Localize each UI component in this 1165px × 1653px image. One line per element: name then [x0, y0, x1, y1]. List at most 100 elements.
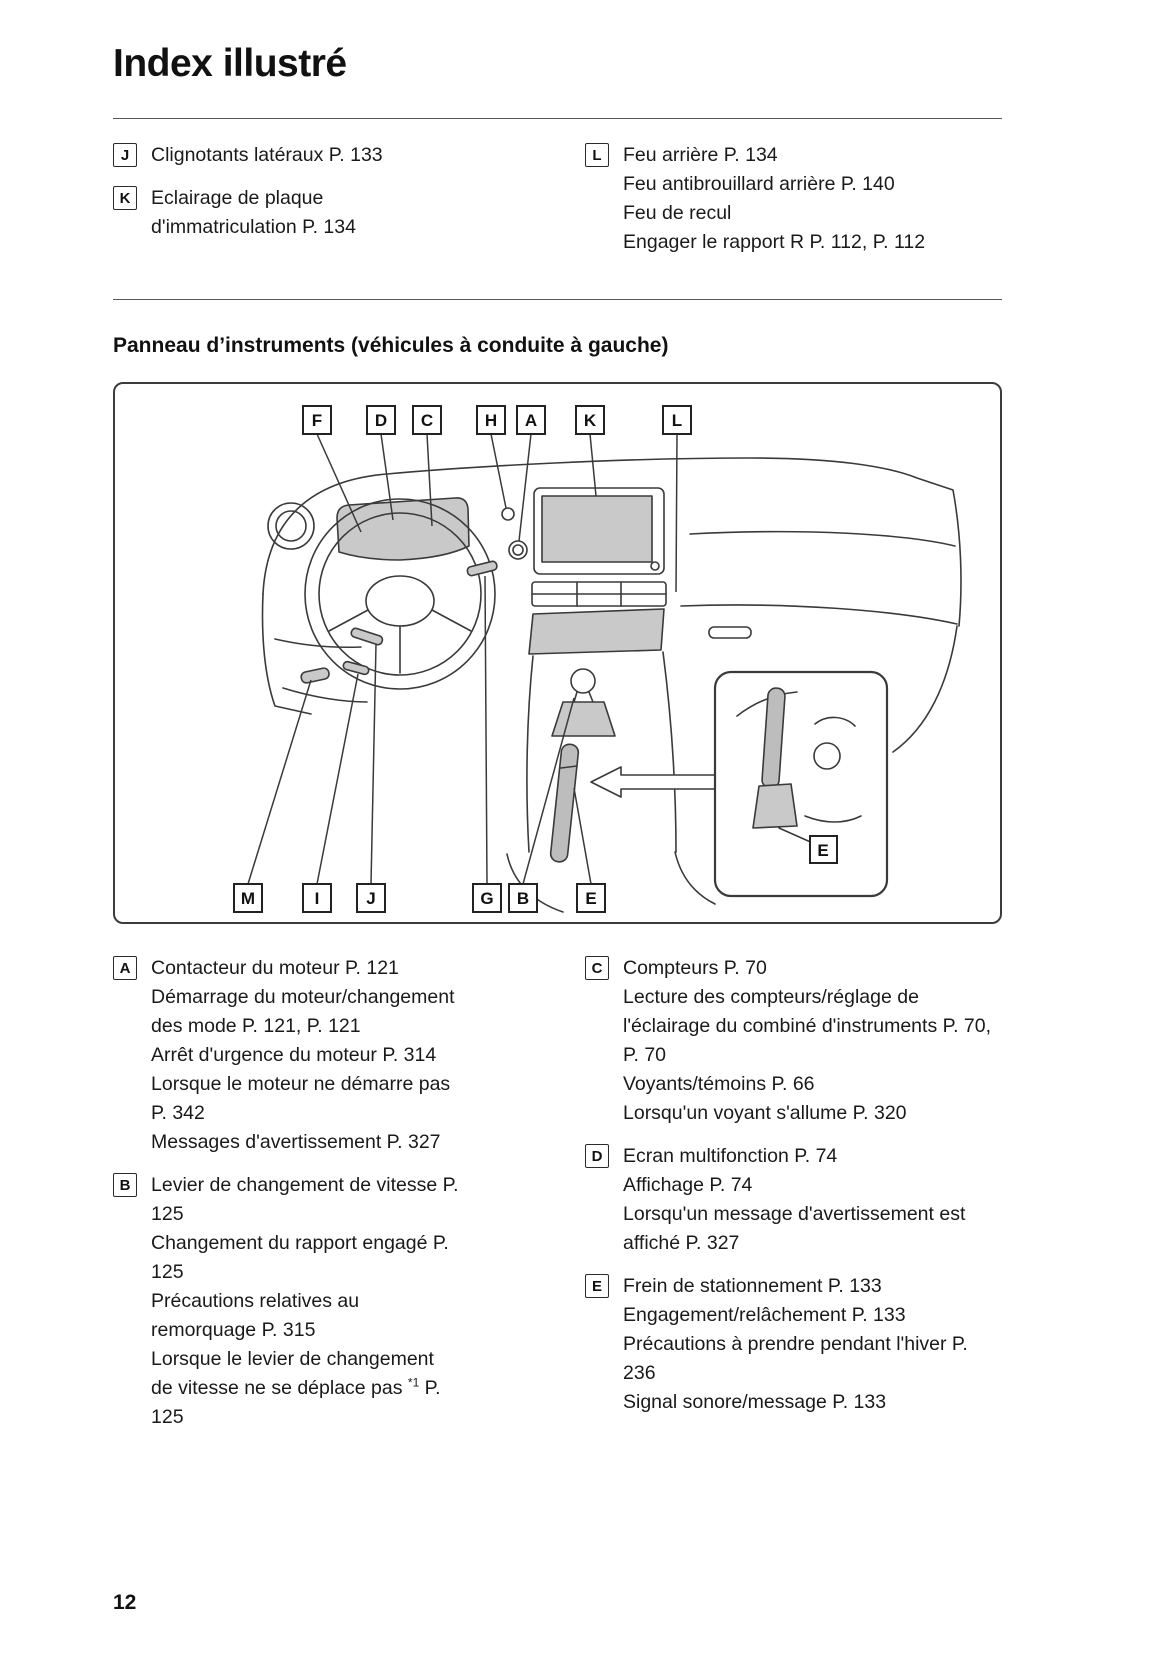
item-entry: Affichage P. 74	[623, 1174, 753, 1196]
entry-text: Lorsque le levier de changement de vites…	[151, 1348, 434, 1399]
item-entry: Voyants/témoins P. 66	[623, 1073, 815, 1095]
label-letter: G	[480, 889, 493, 908]
entry-text: P. 125	[151, 1377, 441, 1428]
key-letter: D	[591, 1147, 603, 1165]
key-letter: J	[120, 146, 130, 164]
label-D: D	[366, 405, 396, 435]
dash-button	[501, 507, 515, 521]
item-entry: Précautions à prendre pendant l'hiver P.…	[623, 1333, 968, 1384]
key-letter: A	[119, 959, 131, 977]
label-I: I	[302, 883, 332, 913]
turn-signal-stalk	[350, 627, 384, 646]
label-letter: J	[366, 889, 375, 908]
dashboard-art	[261, 457, 962, 913]
item-entry: Changement du rapport engagé P. 125	[151, 1232, 449, 1283]
label-K: K	[575, 405, 605, 435]
item-body: Levier de changement de vitesse P. 125 C…	[151, 1171, 461, 1432]
inset-arrow	[590, 766, 718, 798]
bottom-index-section: A Contacteur du moteur P. 121 Démarrage …	[113, 954, 1002, 1446]
instrument-panel-diagram: F D C H A K L M I J G B E E	[113, 382, 1002, 924]
item-entry: Lorsqu'un voyant s'allume P. 320	[623, 1102, 907, 1124]
label-E: E	[576, 883, 606, 913]
label-J: J	[356, 883, 386, 913]
index-item-d: D Ecran multifonction P. 74 Affichage P.…	[585, 1142, 1002, 1258]
item-title: Eclairage de plaque d'immatriculation P.…	[151, 187, 356, 238]
index-item-k: K Eclairage de plaque d'immatriculation …	[113, 184, 585, 242]
gear-shift-knob	[570, 668, 596, 694]
item-entry: Feu antibrouillard arrière P. 140	[623, 173, 895, 195]
key-box-a: A	[113, 956, 137, 980]
index-item-c: C Compteurs P. 70 Lecture des compteurs/…	[585, 954, 1002, 1128]
label-letter: E	[817, 841, 828, 860]
label-inset-E: E	[809, 835, 838, 864]
key-letter: B	[119, 1176, 131, 1194]
item-entry: Signal sonore/message P. 133	[623, 1391, 887, 1413]
label-F: F	[302, 405, 332, 435]
engine-start-switch	[508, 540, 528, 560]
item-entry: Lecture des compteurs/réglage de l'éclai…	[623, 986, 992, 1066]
divider-top	[113, 118, 1002, 119]
label-letter: A	[525, 411, 537, 430]
diagram-labels: F D C H A K L M I J G B E E	[233, 405, 838, 913]
key-letter: E	[591, 1277, 602, 1295]
page-number: 12	[113, 1591, 137, 1614]
item-body: Feu arrière P. 134 Feu antibrouillard ar…	[623, 141, 925, 257]
label-G: G	[472, 883, 502, 913]
label-letter: F	[312, 411, 322, 430]
center-console-panel	[528, 608, 665, 655]
item-entry: Lorsque le moteur ne démarre pas P. 342	[151, 1073, 451, 1124]
item-body: Contacteur du moteur P. 121 Démarrage du…	[151, 954, 461, 1157]
item-body: Compteurs P. 70 Lecture des compteurs/ré…	[623, 954, 1002, 1128]
label-letter: D	[375, 411, 387, 430]
item-body: Eclairage de plaque d'immatriculation P.…	[151, 184, 386, 242]
label-letter: H	[485, 411, 497, 430]
column-adjust-lever	[342, 660, 370, 676]
key-letter: K	[119, 189, 131, 207]
passenger-air-vent	[708, 626, 752, 639]
key-box-d: D	[585, 1144, 609, 1168]
touchscreen	[533, 487, 665, 575]
gear-shift-boot	[551, 701, 616, 737]
footnote-marker: *1	[407, 1375, 420, 1390]
label-L: L	[662, 405, 692, 435]
dashboard-outline	[262, 457, 962, 627]
key-box-k: K	[113, 186, 137, 210]
key-box-b: B	[113, 1173, 137, 1197]
item-title: Compteurs P. 70	[623, 957, 767, 979]
label-letter: E	[585, 889, 596, 908]
bottom-left-column: A Contacteur du moteur P. 121 Démarrage …	[113, 954, 585, 1446]
top-right-column: L Feu arrière P. 134 Feu antibrouillard …	[585, 141, 1002, 271]
item-entry-with-footnote: Lorsque le levier de changement de vites…	[151, 1345, 461, 1432]
top-index-section: J Clignotants latéraux P. 133 K Eclairag…	[113, 141, 1002, 271]
label-letter: L	[672, 411, 682, 430]
bottom-right-column: C Compteurs P. 70 Lecture des compteurs/…	[585, 954, 1002, 1446]
inset-box	[590, 670, 889, 898]
item-entry: Feu de recul	[623, 202, 732, 224]
left-air-vent	[267, 502, 315, 550]
item-body: Frein de stationnement P. 133 Engagement…	[623, 1272, 1002, 1417]
index-item-b: B Levier de changement de vitesse P. 125…	[113, 1171, 585, 1432]
item-entry: Démarrage du moteur/changement des mode …	[151, 986, 455, 1037]
page-title: Index illustré	[113, 42, 347, 85]
divider-middle	[113, 299, 1002, 300]
parking-brake-lever	[549, 743, 580, 863]
index-item-j: J Clignotants latéraux P. 133	[113, 141, 585, 170]
page-content: Index illustré J Clignotants latéraux P.…	[113, 42, 1002, 1446]
top-left-column: J Clignotants latéraux P. 133 K Eclairag…	[113, 141, 585, 271]
item-entry: Engagement/relâchement P. 133	[623, 1304, 906, 1326]
label-B: B	[508, 883, 538, 913]
index-item-e: E Frein de stationnement P. 133 Engageme…	[585, 1272, 1002, 1417]
label-letter: B	[517, 889, 529, 908]
label-letter: M	[241, 889, 255, 908]
key-box-c: C	[585, 956, 609, 980]
dashboard-drawing: F D C H A K L M I J G B E E	[233, 405, 962, 913]
leader-lines	[247, 433, 678, 885]
key-letter: C	[591, 959, 603, 977]
item-entry: Engager le rapport R P. 112, P. 112	[623, 231, 926, 253]
key-box-j: J	[113, 143, 137, 167]
item-body: Ecran multifonction P. 74 Affichage P. 7…	[623, 1142, 1002, 1258]
steering-hub	[365, 575, 435, 627]
label-C: C	[412, 405, 442, 435]
item-title: Clignotants latéraux P. 133	[151, 144, 383, 166]
inset-gear-knob	[813, 742, 841, 770]
